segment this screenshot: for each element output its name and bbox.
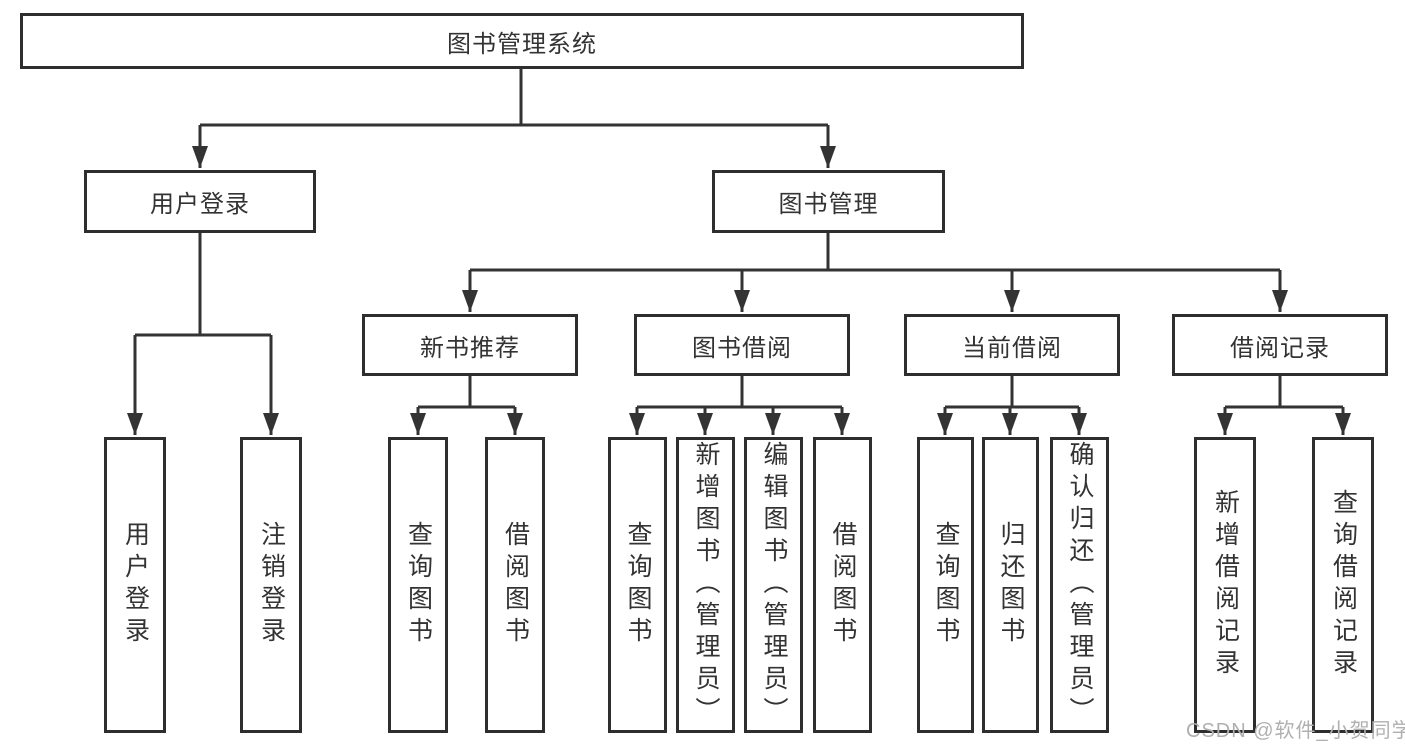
leaf-cb-query-books: 查询图书	[917, 437, 974, 733]
leaf-cb-query-books-label: 查询图书	[932, 521, 960, 649]
node-book-borrow: 图书借阅	[634, 314, 850, 376]
node-book-management: 图书管理	[712, 170, 945, 233]
leaf-user-login: 用户登录	[104, 437, 166, 733]
node-new-book-recommend: 新书推荐	[362, 314, 578, 376]
leaf-cb-confirm-return-admin: 确认归还（管理员）	[1050, 437, 1109, 733]
node-book-borrow-label: 图书借阅	[692, 334, 792, 362]
leaf-bb-query-books-label: 查询图书	[624, 521, 652, 649]
csdn-watermark: CSDN @软件_小贺同学	[1186, 720, 1405, 742]
node-borrow-records: 借阅记录	[1172, 314, 1388, 376]
leaf-nb-borrow-books: 借阅图书	[485, 437, 545, 733]
leaf-nb-query-books: 查询图书	[388, 437, 448, 733]
leaf-logout: 注销登录	[240, 437, 302, 733]
leaf-nb-query-books-label: 查询图书	[404, 521, 433, 649]
leaf-cb-return-books-label: 归还图书	[997, 521, 1025, 649]
leaf-cb-return-books: 归还图书	[982, 437, 1039, 733]
leaf-nb-borrow-books-label: 借阅图书	[501, 521, 530, 649]
leaf-bb-query-books: 查询图书	[608, 437, 667, 733]
node-current-borrow-label: 当前借阅	[962, 334, 1062, 362]
leaf-br-add-record-label: 新增借阅记录	[1211, 489, 1240, 681]
node-current-borrow: 当前借阅	[904, 314, 1120, 376]
leaf-bb-borrow-books-label: 借阅图书	[829, 521, 857, 649]
node-user-login-label: 用户登录	[150, 191, 250, 218]
leaf-br-query-record-label: 查询借阅记录	[1329, 489, 1358, 681]
node-book-management-label: 图书管理	[778, 191, 879, 218]
leaf-bb-edit-book-admin-label: 编辑图书（管理员）	[760, 441, 788, 729]
node-user-login: 用户登录	[84, 170, 316, 233]
leaf-bb-borrow-books: 借阅图书	[813, 437, 872, 733]
leaf-logout-label: 注销登录	[257, 521, 286, 649]
leaf-br-add-record: 新增借阅记录	[1194, 437, 1256, 733]
leaf-br-query-record: 查询借阅记录	[1312, 437, 1374, 733]
node-new-book-recommend-label: 新书推荐	[420, 334, 520, 362]
node-root: 图书管理系统	[20, 13, 1024, 69]
leaf-cb-confirm-return-admin-label: 确认归还（管理员）	[1066, 441, 1094, 729]
leaf-user-login-label: 用户登录	[121, 521, 150, 649]
leaf-bb-edit-book-admin: 编辑图书（管理员）	[744, 437, 803, 733]
node-root-label: 图书管理系统	[447, 30, 597, 58]
leaf-bb-add-book-admin: 新增图书（管理员）	[676, 437, 735, 733]
leaf-bb-add-book-admin-label: 新增图书（管理员）	[692, 441, 720, 729]
node-borrow-records-label: 借阅记录	[1230, 334, 1330, 362]
